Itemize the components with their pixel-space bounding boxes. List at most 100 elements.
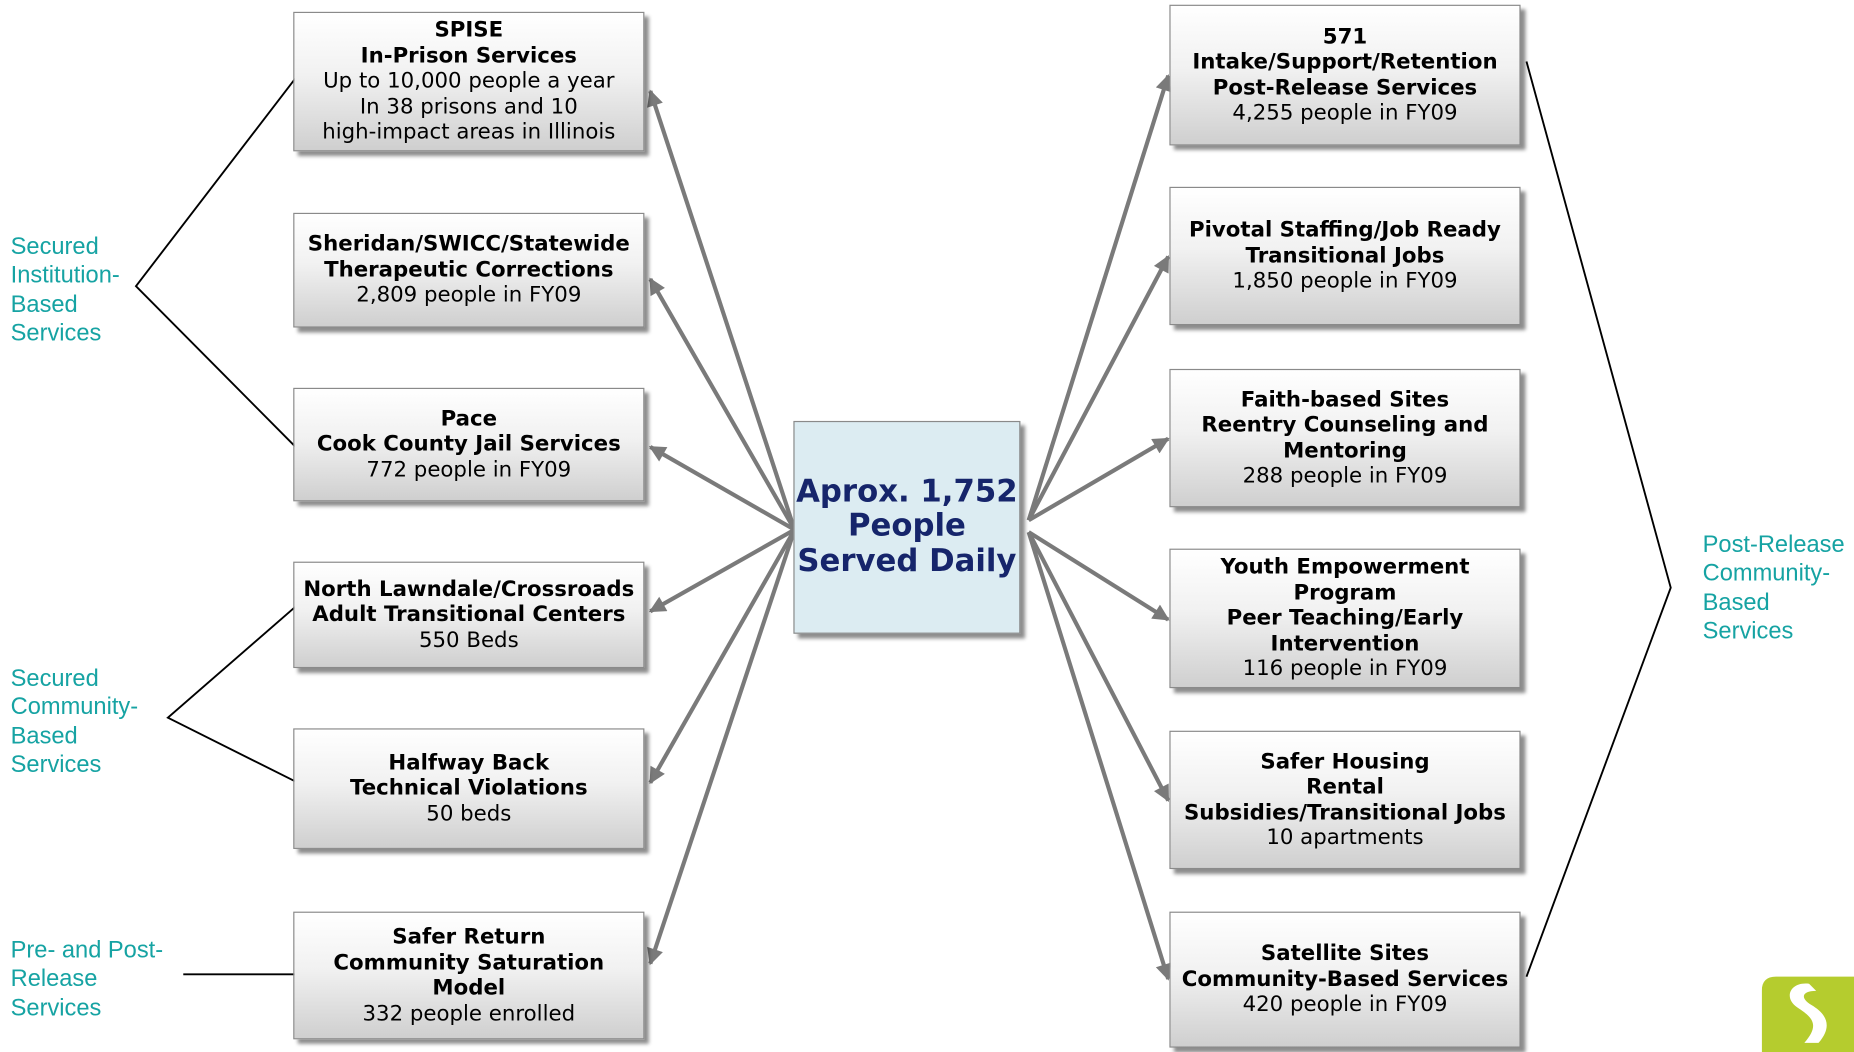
- arrow-to-youth: [1027, 530, 1170, 622]
- box-title: Peer Teaching/Early: [1226, 605, 1464, 631]
- label-pre-post-release: Pre- and Post- Release Services: [11, 936, 163, 1022]
- left-arrows: [647, 89, 797, 966]
- box-detail: 1,850 people in FY09: [1232, 268, 1458, 294]
- arrow-to-spise: [647, 89, 797, 531]
- box-title: Pivotal Staffing/Job Ready: [1189, 217, 1501, 243]
- label-line: Pre- and Post-: [10, 937, 164, 964]
- box-detail: 288 people in FY09: [1242, 463, 1448, 489]
- label-line: Services: [10, 320, 102, 347]
- box-satellite-sites: Satellite Sites Community-Based Services…: [1169, 911, 1521, 1048]
- bracket-post-release: [1525, 61, 1672, 977]
- box-title: 571: [1322, 24, 1368, 50]
- logo-s-icon: [1761, 976, 1854, 1052]
- label-line: Services: [1702, 618, 1794, 645]
- label-secured-community: Secured Community- Based Services: [11, 665, 138, 780]
- box-detail: 116 people in FY09: [1242, 656, 1448, 682]
- box-title: Technical Violations: [350, 775, 588, 801]
- box-detail: 772 people in FY09: [366, 457, 572, 483]
- box-youth-empowerment: Youth Empowerment Program Peer Teaching/…: [1169, 548, 1521, 689]
- arrow-to-pivotal: [1026, 255, 1171, 522]
- arrow-to-faith-based: [1027, 436, 1170, 523]
- label-line: Based: [10, 291, 78, 318]
- box-sheridan: Sheridan/SWICC/Statewide Therapeutic Cor…: [293, 212, 645, 328]
- label-line: Services: [10, 995, 102, 1022]
- group-brackets: [134, 61, 1672, 977]
- box-detail: 550 Beds: [418, 627, 519, 653]
- label-line: Secured: [10, 665, 99, 692]
- arrow-to-sheridan: [648, 277, 797, 531]
- box-title: Model: [432, 975, 506, 1001]
- box-title: In-Prison Services: [360, 43, 577, 69]
- label-line: Secured: [10, 234, 99, 261]
- center-line: Served Daily: [797, 543, 1017, 580]
- label-secured-institution: Secured Institution- Based Services: [11, 233, 120, 348]
- arrow-to-571: [1026, 74, 1172, 521]
- box-title: Transitional Jobs: [1245, 243, 1445, 269]
- label-post-release-community: Post-Release Community- Based Services: [1703, 531, 1845, 646]
- label-line: Community-: [10, 694, 139, 721]
- box-pace: Pace Cook County Jail Services 772 peopl…: [293, 387, 645, 502]
- box-detail: high-impact areas in Illinois: [322, 119, 616, 145]
- box-title: Intervention: [1270, 631, 1420, 656]
- label-line: Post-Release: [1702, 532, 1845, 559]
- arrow-to-safer-housing: [1026, 531, 1171, 802]
- arrow-to-safer-return: [647, 529, 797, 966]
- box-safer-housing: Safer Housing Rental Subsidies/Transitio…: [1169, 730, 1521, 870]
- arrow-to-pace: [648, 445, 796, 532]
- label-line: Based: [1702, 589, 1770, 616]
- box-title: Therapeutic Corrections: [324, 257, 614, 283]
- box-title: Community Saturation: [333, 950, 605, 975]
- box-title: Satellite Sites: [1260, 941, 1430, 967]
- arrow-to-north-lawndale: [648, 527, 796, 614]
- box-detail: 10 apartments: [1266, 825, 1424, 851]
- box-title: Faith-based Sites: [1240, 387, 1450, 413]
- label-line: Community-: [1702, 560, 1831, 587]
- box-title: Sheridan/SWICC/Statewide: [307, 232, 630, 257]
- bracket-institution: [134, 77, 297, 448]
- box-detail: 332 people enrolled: [362, 1000, 576, 1026]
- box-detail: 2,809 people in FY09: [356, 282, 582, 308]
- box-title: Subsidies/Transitional Jobs: [1183, 799, 1506, 825]
- label-line: Release: [10, 966, 98, 993]
- box-detail: 420 people in FY09: [1242, 992, 1448, 1018]
- box-title: Intake/Support/Retention: [1192, 49, 1498, 75]
- box-title: Cook County Jail Services: [316, 431, 621, 457]
- box-title: Safer Return: [392, 924, 546, 950]
- box-571: 571 Intake/Support/Retention Post-Releas…: [1169, 4, 1521, 146]
- box-detail: In 38 prisons and 10: [359, 94, 578, 120]
- arrow-to-halfway-back: [648, 528, 797, 785]
- box-title: Community-Based Services: [1181, 966, 1509, 992]
- box-detail: Up to 10,000 people a year: [323, 68, 615, 94]
- box-title: Post-Release Services: [1212, 75, 1478, 100]
- right-arrows: [1026, 74, 1172, 981]
- box-title: Rental: [1306, 774, 1384, 800]
- box-title: Mentoring: [1283, 438, 1407, 463]
- box-safer-return: Safer Return Community Saturation Model …: [293, 911, 645, 1040]
- box-title: North Lawndale/Crossroads: [303, 576, 635, 602]
- box-title: Youth Empowerment: [1220, 554, 1470, 580]
- box-title: Safer Housing: [1260, 749, 1430, 774]
- bracket-community: [166, 605, 297, 783]
- box-detail: 4,255 people in FY09: [1232, 100, 1458, 126]
- center-line: People: [847, 508, 966, 545]
- box-title: Adult Transitional Centers: [312, 602, 626, 627]
- box-pivotal: Pivotal Staffing/Job Ready Transitional …: [1169, 186, 1521, 326]
- box-detail: 50 beds: [426, 801, 512, 827]
- box-title: SPISE: [434, 18, 504, 43]
- center-line: Aprox. 1,752: [796, 473, 1018, 510]
- label-line: Based: [10, 723, 78, 750]
- box-title: Pace: [440, 406, 498, 432]
- box-north-lawndale: North Lawndale/Crossroads Adult Transiti…: [293, 561, 645, 669]
- box-spise: SPISE In-Prison Services Up to 10,000 pe…: [293, 11, 645, 152]
- label-line: Institution-: [10, 262, 120, 289]
- box-title: Program: [1293, 580, 1397, 606]
- box-title: Halfway Back: [388, 750, 550, 776]
- center-total-box: Aprox. 1,752 People Served Daily: [793, 420, 1021, 634]
- box-faith-based: Faith-based Sites Reentry Counseling and…: [1169, 368, 1521, 508]
- arrow-to-satellite: [1026, 531, 1172, 981]
- box-title: Reentry Counseling and: [1201, 412, 1489, 438]
- label-line: Services: [10, 751, 102, 778]
- box-halfway-back: Halfway Back Technical Violations 50 bed…: [293, 728, 645, 849]
